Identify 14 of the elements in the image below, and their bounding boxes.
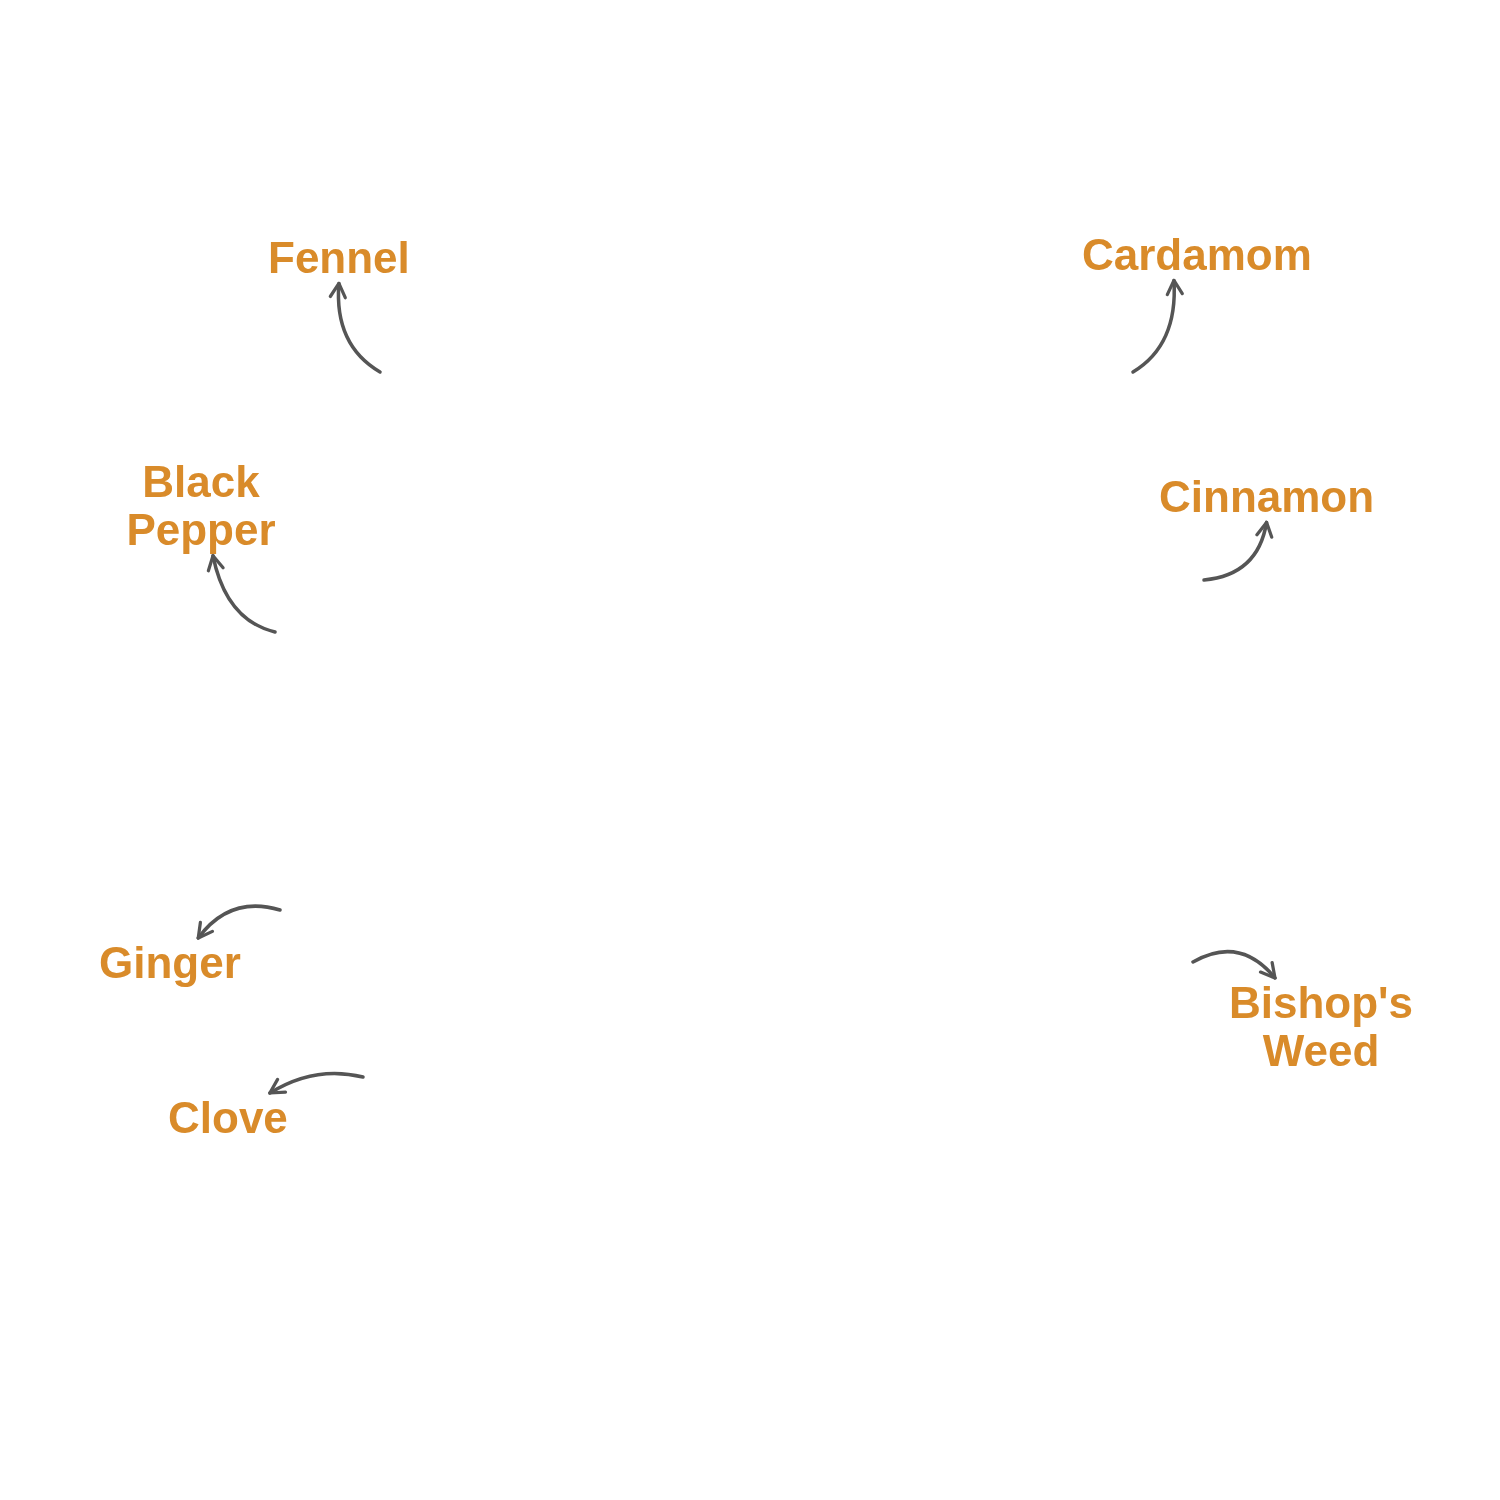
curved-arrow	[1191, 949, 1277, 980]
spice-label: Ginger	[99, 939, 241, 988]
curved-arrow	[268, 1071, 365, 1095]
curved-arrow	[329, 281, 382, 374]
spice-label: Cinnamon	[1159, 473, 1375, 522]
curved-arrow	[196, 904, 282, 940]
curved-arrow	[1202, 520, 1273, 582]
curved-arrow	[207, 554, 277, 634]
spice-label: Bishop's Weed	[1221, 979, 1421, 1076]
spice-label: Clove	[168, 1094, 288, 1143]
spice-label: Fennel	[268, 234, 410, 283]
spice-label: Black Pepper	[101, 458, 301, 555]
spice-label: Cardamom	[1082, 231, 1312, 280]
curved-arrow	[1131, 278, 1184, 374]
